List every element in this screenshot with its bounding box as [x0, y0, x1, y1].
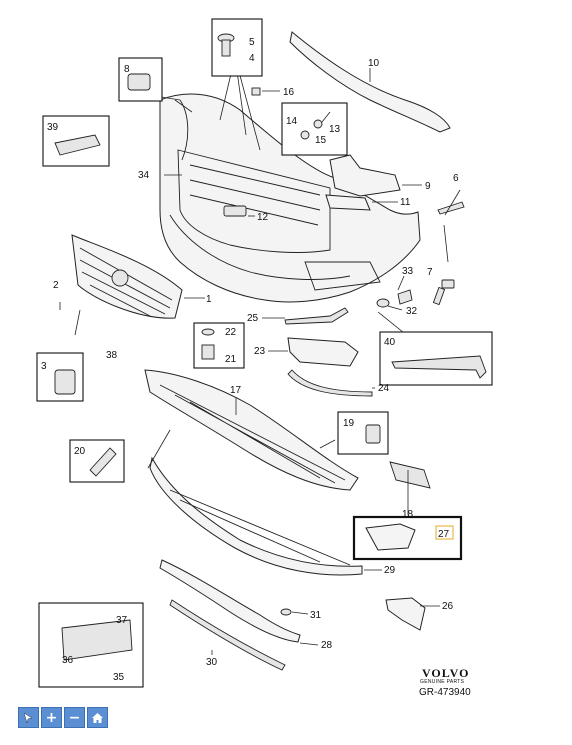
- label-36: 36: [62, 655, 74, 666]
- bumper-cover: [159, 93, 421, 303]
- label-35: 35: [113, 672, 125, 683]
- viewer-toolbar: + −: [18, 707, 108, 728]
- clip-31: [280, 608, 292, 616]
- label-2: 2: [53, 280, 59, 291]
- label-10: 10: [368, 58, 380, 69]
- label-27: 27: [438, 529, 450, 540]
- bracket-26: [385, 597, 426, 631]
- part-32-clip: [376, 298, 390, 308]
- zoom-in-button[interactable]: +: [41, 707, 62, 728]
- brand-logo: VOLVO: [422, 666, 470, 680]
- label-5: 5: [249, 37, 255, 48]
- label-6: 6: [453, 173, 459, 184]
- label-34: 34: [138, 170, 150, 181]
- label-32: 32: [406, 306, 418, 317]
- label-16: 16: [283, 87, 295, 98]
- fog-bezel-23: [287, 337, 359, 367]
- inset-22-21: [193, 322, 245, 369]
- label-9: 9: [425, 181, 431, 192]
- camera-bracket-12: [223, 205, 247, 217]
- label-19: 19: [343, 418, 355, 429]
- label-33: 33: [402, 266, 414, 277]
- inset-35-36-37: [38, 602, 144, 688]
- label-11: 11: [400, 197, 411, 208]
- label-38: 38: [106, 350, 118, 361]
- home-button[interactable]: [87, 707, 108, 728]
- label-31: 31: [310, 610, 322, 621]
- label-14: 14: [286, 116, 298, 127]
- grille: [71, 234, 183, 319]
- bolt-7: [432, 279, 455, 306]
- select-icon: [23, 711, 33, 724]
- label-21: 21: [225, 354, 237, 365]
- inset-19: [337, 411, 389, 455]
- inset-5-4: [211, 18, 263, 77]
- label-8: 8: [124, 64, 130, 75]
- spoiler-28: [159, 559, 301, 643]
- bracket-18: [389, 461, 431, 489]
- label-18: 18: [402, 509, 414, 520]
- label-3: 3: [41, 361, 47, 372]
- label-40: 40: [384, 337, 396, 348]
- label-25: 25: [247, 313, 259, 324]
- strip-30: [169, 599, 286, 671]
- label-39: 39: [47, 122, 59, 133]
- label-15: 15: [315, 135, 327, 146]
- label-12: 12: [257, 212, 269, 223]
- trim-strip-25: [284, 307, 349, 325]
- inset-40: [379, 331, 493, 386]
- label-1: 1: [206, 294, 212, 305]
- inset-14-13-15: [281, 102, 348, 156]
- side-bracket-11: [325, 194, 371, 211]
- inset-8: [118, 57, 163, 102]
- upper-reinforcement: [289, 31, 451, 133]
- label-29: 29: [384, 565, 396, 576]
- chrome-trim-24: [287, 369, 373, 397]
- label-37: 37: [116, 615, 128, 626]
- lower-absorber-17: [144, 369, 359, 491]
- label-13: 13: [329, 124, 341, 135]
- label-20: 20: [74, 446, 86, 457]
- tow-cover-33: [397, 289, 413, 305]
- diagram-reference: GR-473940: [419, 687, 471, 698]
- clip-16: [251, 87, 261, 96]
- inset-20: [69, 439, 125, 483]
- home-icon: [92, 712, 103, 723]
- label-23: 23: [254, 346, 266, 357]
- label-28: 28: [321, 640, 333, 651]
- label-17: 17: [230, 385, 242, 396]
- label-26: 26: [442, 601, 454, 612]
- label-24: 24: [378, 383, 390, 394]
- brand-subtitle: GENUINE PARTS: [420, 679, 465, 685]
- part-labels: 1 2 3 4 5 6 7 8 9 10 11 12 13 14 15 16 1…: [41, 37, 459, 683]
- label-7: 7: [427, 267, 433, 278]
- inset-3: [36, 352, 84, 402]
- inset-39: [42, 115, 110, 167]
- part-6-strip: [437, 201, 465, 215]
- select-tool-button[interactable]: [18, 707, 39, 728]
- label-4: 4: [249, 53, 255, 64]
- lower-spoiler-29: [149, 456, 363, 576]
- label-30: 30: [206, 657, 218, 668]
- label-22: 22: [225, 327, 237, 338]
- zoom-out-button[interactable]: −: [64, 707, 85, 728]
- highlight-callout-27[interactable]: [352, 515, 463, 561]
- side-bracket-9: [329, 154, 401, 197]
